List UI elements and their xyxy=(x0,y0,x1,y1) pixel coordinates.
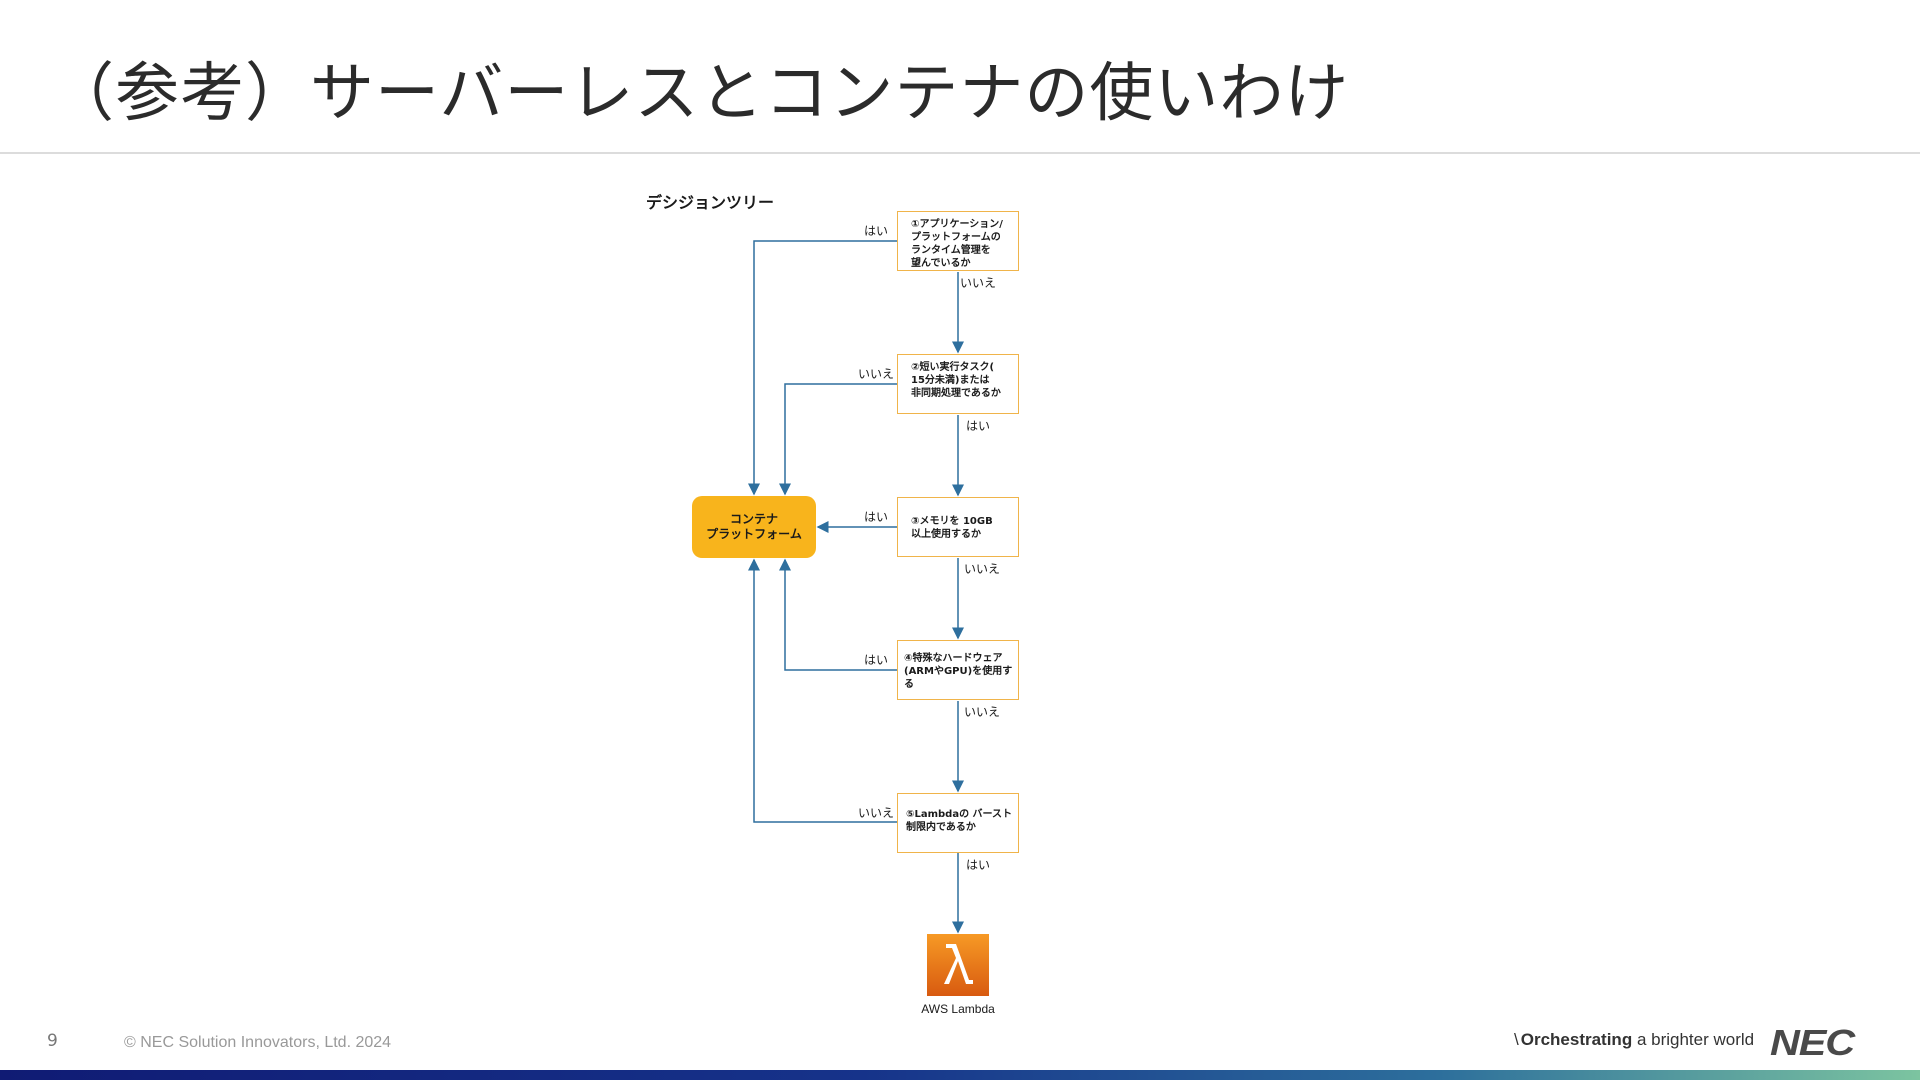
decision-box-q4: ④特殊なハードウェア (ARMやGPU)を使用する xyxy=(897,640,1019,700)
connector-q1-container xyxy=(748,240,897,496)
edge-label-q5-no: いいえ xyxy=(858,806,895,820)
nec-logo: NEC xyxy=(1770,1022,1855,1063)
decision-box-q3: ③メモリを 10GB 以上使用するか xyxy=(897,497,1019,557)
decision-box-q5: ⑤Lambdaの バースト 制限内であるか xyxy=(897,793,1019,853)
edge-label-q4-no: いいえ xyxy=(964,705,1001,719)
tagline-bold: Orchestrating xyxy=(1520,1030,1633,1049)
brand-tagline: \Orchestrating a brighter world xyxy=(1514,1030,1754,1050)
edge-label-q2-yes: はい xyxy=(966,419,991,433)
tagline-rest: a brighter world xyxy=(1632,1030,1755,1049)
connector-q2-container xyxy=(779,383,897,496)
tagline-slash: \ xyxy=(1514,1030,1519,1049)
title-divider xyxy=(0,152,1920,154)
page-number: 9 xyxy=(47,1031,58,1051)
edge-label-q4-yes: はい xyxy=(864,653,889,667)
edge-label-q1-no: いいえ xyxy=(960,276,997,290)
edge-label-q3-no: いいえ xyxy=(964,562,1001,576)
aws-lambda-icon xyxy=(927,934,989,996)
copyright-notice: © NEC Solution Innovators, Ltd. 2024 xyxy=(124,1034,392,1051)
bottom-accent-bar xyxy=(0,1070,1920,1080)
decision-box-q2: ②短い実行タスク( 15分未満)または 非同期処理であるか xyxy=(897,354,1019,414)
container-platform-node: コンテナ プラットフォーム xyxy=(692,496,816,558)
decision-box-q1: ①アプリケーション/ プラットフォームの ランタイム管理を 望んでいるか xyxy=(897,211,1019,271)
decision-tree-label: デシジョンツリー xyxy=(646,193,775,212)
aws-lambda-caption: AWS Lambda xyxy=(921,1002,995,1016)
edge-label-q1-yes: はい xyxy=(864,224,889,238)
edge-label-q2-no: いいえ xyxy=(858,367,895,381)
slide-title: （参考）サーバーレスとコンテナの使いわけ xyxy=(50,57,1350,131)
edge-label-q3-yes: はい xyxy=(864,510,889,524)
connector-q5-container xyxy=(748,558,897,823)
connector-q4-container xyxy=(779,558,897,671)
edge-label-q5-yes: はい xyxy=(966,858,991,872)
